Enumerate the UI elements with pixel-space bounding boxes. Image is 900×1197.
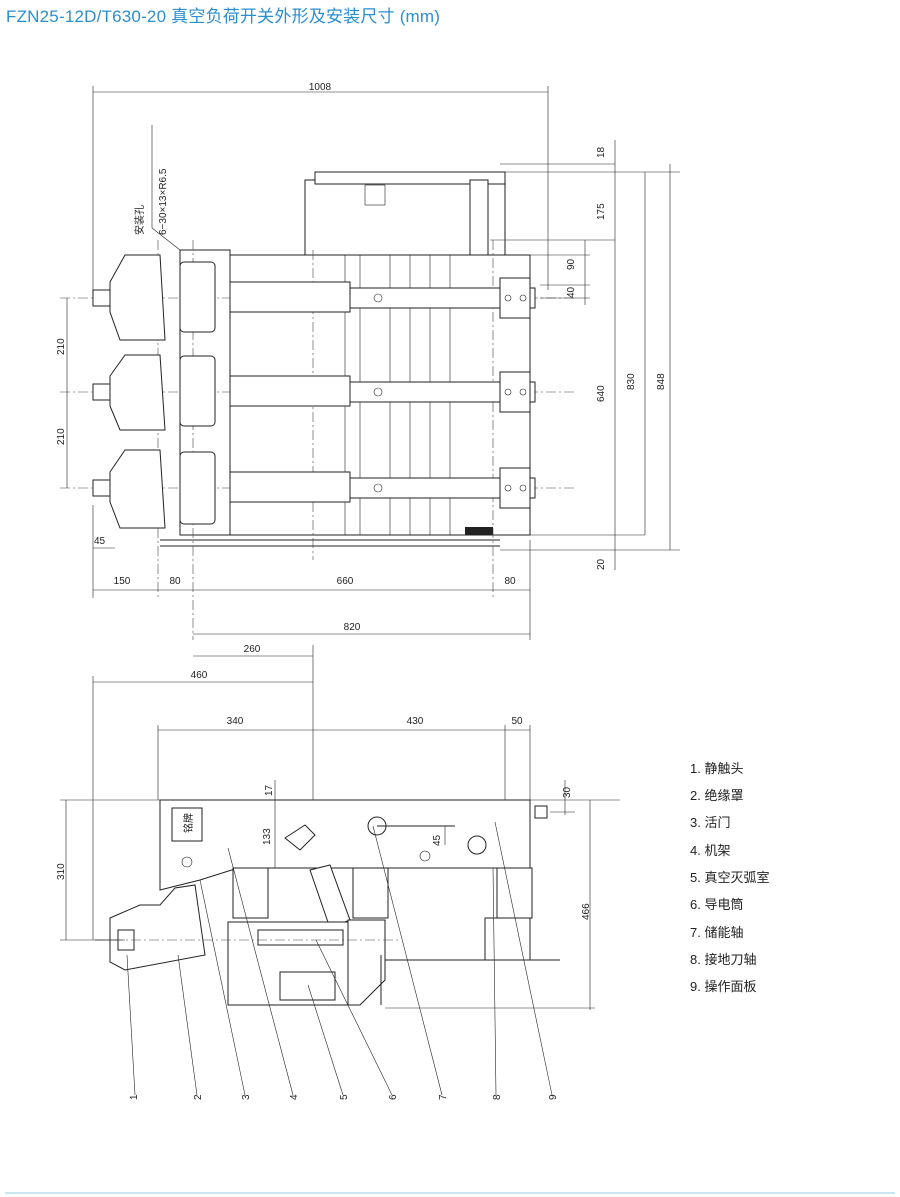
dim-310: 310	[56, 863, 67, 880]
dim-430: 430	[407, 716, 424, 727]
footer-divider	[5, 1192, 895, 1194]
callout-9: 9	[548, 1094, 559, 1100]
callout-8: 8	[492, 1094, 503, 1100]
dim-18: 18	[596, 146, 607, 158]
dim-17: 17	[264, 784, 275, 796]
page-title: FZN25-12D/T630-20 真空负荷开关外形及安装尺寸 (mm)	[6, 7, 441, 26]
dim-80-b: 80	[504, 576, 516, 587]
legend-item: 1. 静触头	[690, 761, 744, 776]
dim-460: 460	[191, 670, 208, 681]
dim-260: 260	[244, 644, 261, 655]
side-view: 260 460 340 430 50 铭牌	[56, 644, 620, 1100]
legend-item: 8. 接地刀轴	[690, 952, 757, 967]
legend-item: 4. 机架	[690, 843, 731, 858]
dim-30: 30	[562, 786, 573, 798]
dim-210-a: 210	[56, 338, 67, 355]
dim-150: 150	[114, 576, 131, 587]
callout-4: 4	[289, 1094, 300, 1100]
top-view: 1008 安装孔 6−30×13×R6.5	[56, 82, 680, 640]
dim-820: 820	[344, 622, 361, 633]
callout-1: 1	[129, 1094, 140, 1100]
mount-hole-spec: 6−30×13×R6.5	[158, 168, 169, 235]
dim-80-a: 80	[169, 576, 181, 587]
legend-item: 3. 活门	[690, 815, 731, 830]
dim-660: 660	[337, 576, 354, 587]
legend-item: 2. 绝缘罩	[690, 788, 744, 803]
callout-7: 7	[438, 1094, 449, 1100]
dim-830: 830	[626, 373, 637, 390]
dim-40: 40	[566, 286, 577, 298]
dim-175: 175	[596, 203, 607, 220]
dim-45-side: 45	[432, 834, 443, 846]
legend-item: 9. 操作面板	[690, 979, 757, 994]
dim-50: 50	[511, 716, 523, 727]
callout-3: 3	[241, 1094, 252, 1100]
legend-item: 5. 真空灭弧室	[690, 870, 770, 885]
mount-hole-label: 安装孔	[133, 205, 146, 235]
dim-340: 340	[227, 716, 244, 727]
nameplate-label: 铭牌	[182, 813, 195, 833]
dim-466: 466	[581, 903, 592, 920]
dim-90: 90	[566, 258, 577, 270]
dim-1008: 1008	[309, 82, 332, 93]
phase-row	[60, 254, 575, 341]
callout-2: 2	[193, 1094, 204, 1100]
dim-133: 133	[262, 828, 273, 845]
dim-210-b: 210	[56, 428, 67, 445]
legend-item: 6. 导电筒	[690, 897, 744, 912]
dim-45: 45	[94, 536, 106, 547]
legend-item: 7. 储能轴	[690, 925, 744, 940]
dim-640: 640	[596, 385, 607, 402]
dim-848: 848	[656, 373, 667, 390]
dim-20: 20	[596, 558, 607, 570]
phase-row	[60, 354, 575, 431]
phase-row	[60, 449, 575, 529]
callout-5: 5	[339, 1094, 350, 1100]
callout-6: 6	[388, 1094, 399, 1100]
